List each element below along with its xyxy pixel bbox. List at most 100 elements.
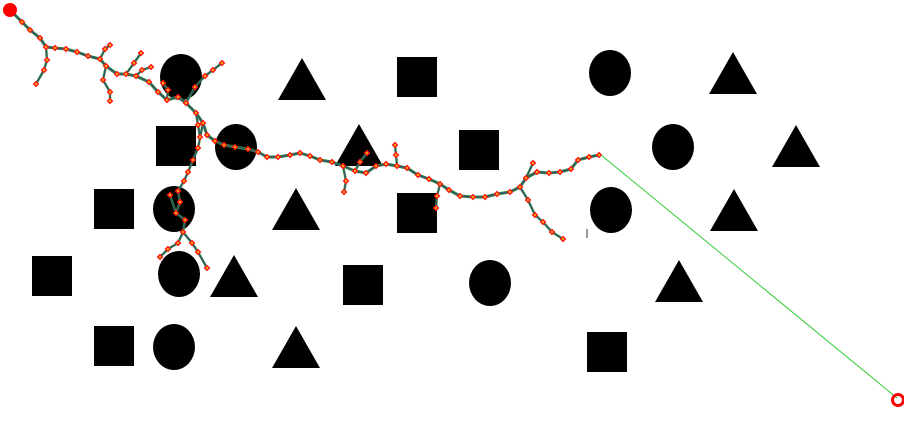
node-core bbox=[115, 72, 119, 76]
triangle-obstacle bbox=[272, 326, 320, 368]
tree-node-marker bbox=[414, 171, 422, 179]
tree-main-path bbox=[11, 11, 600, 198]
tree-node-marker bbox=[40, 66, 48, 74]
node-core bbox=[191, 158, 195, 162]
node-core bbox=[147, 80, 151, 84]
tree-node-marker bbox=[218, 59, 226, 67]
square-obstacle bbox=[156, 126, 196, 166]
node-core bbox=[183, 218, 187, 222]
triangle-obstacle bbox=[278, 58, 326, 100]
tree-node-marker bbox=[102, 62, 110, 70]
node-core bbox=[358, 160, 362, 164]
triangle-obstacle bbox=[772, 125, 820, 167]
circle-obstacle bbox=[160, 54, 202, 100]
node-core bbox=[435, 194, 439, 198]
node-core bbox=[34, 82, 38, 86]
tree-node-marker bbox=[567, 165, 575, 173]
tree-branch-path bbox=[169, 194, 177, 214]
tree-node-marker bbox=[43, 56, 51, 64]
node-core bbox=[587, 155, 591, 159]
node-core bbox=[108, 90, 112, 94]
triangle-obstacle bbox=[710, 189, 758, 231]
node-core bbox=[139, 51, 143, 55]
node-core bbox=[438, 182, 442, 186]
tree-node-marker bbox=[211, 137, 219, 145]
node-core bbox=[447, 188, 451, 192]
tree-node-marker bbox=[351, 167, 359, 175]
tree-node-marker bbox=[339, 162, 347, 170]
tree-node-marker bbox=[356, 158, 364, 166]
node-core bbox=[140, 68, 144, 72]
tree-node-marker bbox=[132, 72, 140, 80]
tree-node-marker bbox=[545, 169, 553, 177]
square-obstacle bbox=[459, 130, 499, 170]
tree-node-marker bbox=[99, 76, 107, 84]
tree-node-marker bbox=[506, 188, 514, 196]
node-core bbox=[38, 36, 42, 40]
node-core bbox=[176, 189, 180, 193]
node-core bbox=[276, 155, 280, 159]
tree-node-marker bbox=[433, 192, 441, 200]
tree-branch-path bbox=[519, 186, 564, 240]
tree-node-marker bbox=[529, 159, 537, 167]
tree-node-marker bbox=[106, 88, 114, 96]
node-core bbox=[158, 255, 162, 259]
tree-node-marker bbox=[147, 63, 155, 71]
tree-node-marker bbox=[196, 133, 204, 141]
tree-node-marker bbox=[42, 43, 50, 51]
tree-node-marker bbox=[159, 79, 167, 87]
tree-node-marker bbox=[425, 175, 433, 183]
node-core bbox=[86, 54, 90, 58]
tree-branch-path bbox=[102, 65, 111, 101]
tree-node-marker bbox=[516, 183, 524, 191]
node-core bbox=[508, 190, 512, 194]
node-core bbox=[541, 220, 545, 224]
circle-obstacle bbox=[652, 124, 694, 170]
tree-node-marker bbox=[432, 204, 440, 212]
tree-node-marker bbox=[184, 168, 192, 176]
node-core bbox=[103, 47, 107, 51]
tree-node-marker bbox=[199, 119, 207, 127]
triangle-obstacle bbox=[272, 188, 320, 230]
node-core bbox=[265, 155, 269, 159]
tree-node-marker bbox=[51, 44, 59, 52]
circle-obstacle bbox=[590, 187, 632, 233]
square-obstacle bbox=[343, 265, 383, 305]
node-core bbox=[166, 88, 170, 92]
node-core bbox=[364, 171, 368, 175]
circle-obstacle bbox=[589, 50, 631, 96]
node-core bbox=[531, 161, 535, 165]
tree-main-edge bbox=[10, 10, 600, 199]
tree-node-marker bbox=[254, 148, 262, 156]
node-core bbox=[394, 153, 398, 157]
tree-node-marker bbox=[122, 70, 130, 78]
tree-node-marker bbox=[101, 45, 109, 53]
tree-node-marker bbox=[556, 168, 564, 176]
tree-node-marker bbox=[391, 141, 399, 149]
node-core bbox=[569, 167, 573, 171]
node-core bbox=[576, 158, 580, 162]
tree-node-marker bbox=[172, 209, 180, 217]
node-core bbox=[186, 170, 190, 174]
node-core bbox=[416, 173, 420, 177]
tree-node-marker bbox=[362, 169, 370, 177]
tree-node-marker bbox=[73, 48, 81, 56]
tree-node-marker bbox=[154, 88, 162, 96]
node-core bbox=[526, 198, 530, 202]
node-core bbox=[341, 164, 345, 168]
node-core bbox=[42, 68, 46, 72]
tree-node-marker bbox=[342, 177, 350, 185]
node-core bbox=[168, 193, 172, 197]
tree-node-marker bbox=[328, 158, 336, 166]
node-core bbox=[134, 74, 138, 78]
tree-node-marker bbox=[18, 18, 26, 26]
tree-node-marker bbox=[244, 145, 252, 153]
tree-node-marker bbox=[296, 149, 304, 157]
node-core bbox=[104, 64, 108, 68]
start-marker bbox=[3, 3, 17, 17]
tree-node-marker bbox=[166, 191, 174, 199]
square-obstacle bbox=[587, 332, 627, 372]
tree-branch-edge bbox=[518, 186, 564, 241]
node-core bbox=[205, 266, 209, 270]
tree-node-marker bbox=[574, 156, 582, 164]
